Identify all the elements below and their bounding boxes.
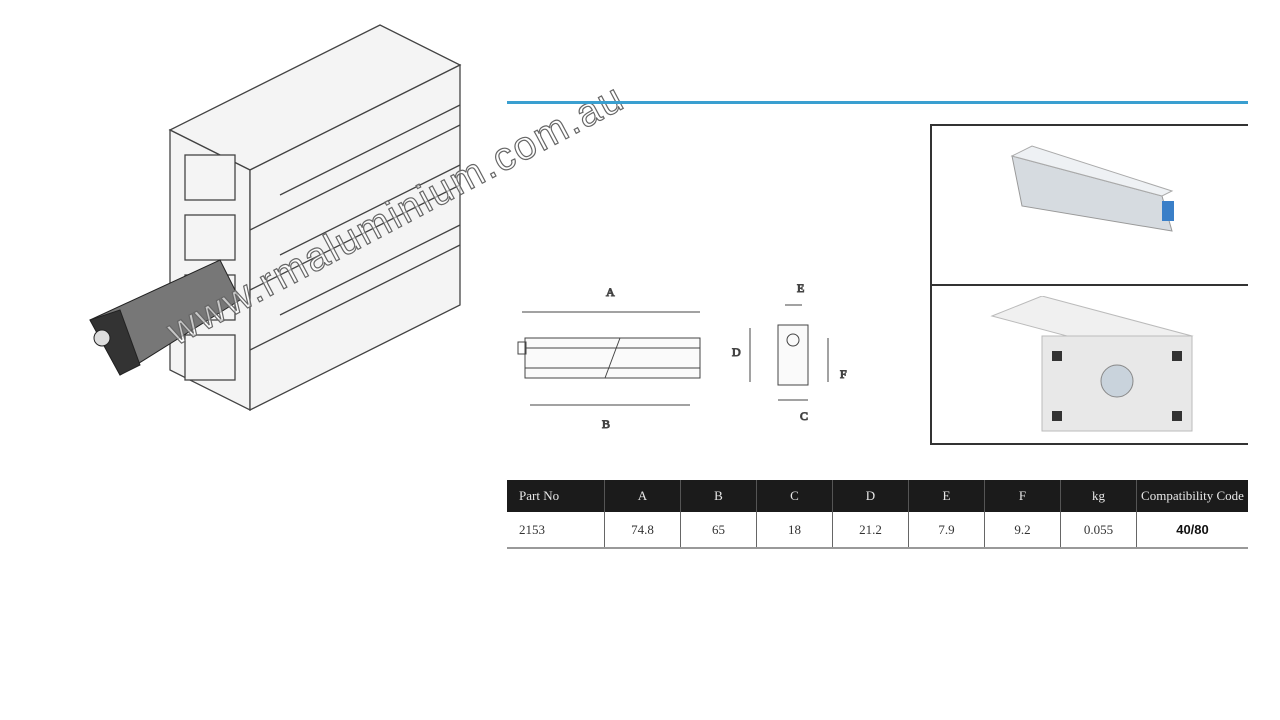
cell-kg: 0.055 [1060, 512, 1137, 549]
dim-label-e: E [797, 281, 804, 295]
header-compatibility-code: Compatibility Code [1136, 480, 1248, 512]
photo-divider [932, 284, 1248, 286]
header-rule [507, 101, 1248, 104]
dim-label-f: F [840, 367, 847, 381]
header-b: B [680, 480, 757, 512]
header-f: F [984, 480, 1061, 512]
cell-f: 9.2 [984, 512, 1061, 549]
cell-b: 65 [680, 512, 757, 549]
dimension-drawing: A B D E F C [517, 281, 848, 432]
header-e: E [908, 480, 985, 512]
dim-label-d: D [732, 345, 741, 359]
header-part-no: Part No [507, 480, 605, 512]
dim-label-b: B [602, 417, 610, 431]
cell-e: 7.9 [908, 512, 985, 549]
header-kg: kg [1060, 480, 1137, 512]
cell-a: 74.8 [604, 512, 681, 549]
connector-photo [1010, 145, 1174, 232]
header-d: D [832, 480, 909, 512]
cell-d: 21.2 [832, 512, 909, 549]
cell-compatibility-code: 40/80 [1136, 512, 1248, 549]
profile-with-connector-illustration [89, 24, 462, 412]
header-a: A [604, 480, 681, 512]
profile-photo [990, 296, 1194, 432]
dim-label-c: C [800, 409, 808, 423]
table-row: 2153 74.8 65 18 21.2 7.9 9.2 0.055 40/80 [507, 512, 1248, 549]
header-c: C [756, 480, 833, 512]
dim-label-a: A [606, 285, 615, 299]
cell-c: 18 [756, 512, 833, 549]
table-header-row: Part No A B C D E F kg Compatibility Cod… [507, 480, 1248, 512]
product-photos [930, 124, 1248, 445]
cell-part-no: 2153 [507, 512, 605, 549]
spec-table: Part No A B C D E F kg Compatibility Cod… [507, 480, 1248, 549]
